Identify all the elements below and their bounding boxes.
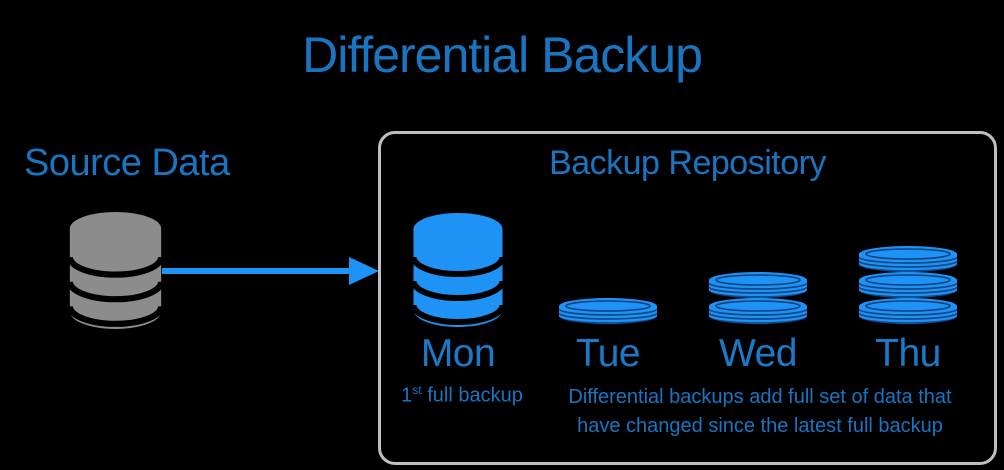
- day-label-tue: Tue: [575, 332, 641, 375]
- full-backup-note: 1st full backup: [388, 383, 536, 408]
- differential-backup-stack-thu: [858, 245, 958, 325]
- backup-disc-icon: [858, 272, 958, 298]
- day-label-thu: Thu: [875, 332, 941, 375]
- differential-backup-stack-wed: [708, 271, 808, 325]
- database-cylinder-blue-icon: [410, 213, 506, 327]
- source-data-label: Source Data: [24, 142, 230, 184]
- backup-repository-box: [378, 131, 997, 465]
- full-backup-database: [410, 212, 506, 333]
- source-database: [66, 211, 165, 335]
- database-cylinder-gray-icon: [66, 212, 165, 329]
- differential-note-line1: Differential backups add full set of dat…: [568, 386, 952, 408]
- day-label-wed: Wed: [719, 332, 798, 375]
- differential-note-line2: have changed since the latest full backu…: [577, 415, 943, 437]
- backup-disc-icon: [708, 298, 808, 324]
- backup-disc-icon: [708, 272, 808, 298]
- backup-disc-icon: [858, 246, 958, 272]
- backup-disc-icon: [558, 298, 658, 324]
- backup-repository-title: Backup Repository: [549, 144, 826, 182]
- backup-disc-icon: [858, 298, 958, 324]
- full-backup-note-superscript: st: [412, 383, 422, 397]
- diagram-title: Differential Backup: [302, 27, 703, 83]
- full-backup-note-base: 1: [401, 384, 413, 407]
- full-backup-note-rest: full backup: [421, 384, 523, 407]
- day-label-mon: Mon: [420, 332, 496, 375]
- flow-right-arrow-icon: [162, 257, 379, 285]
- differential-backup-stack-tue: [558, 297, 658, 325]
- differential-backup-note: Differential backups add full set of dat…: [538, 383, 982, 441]
